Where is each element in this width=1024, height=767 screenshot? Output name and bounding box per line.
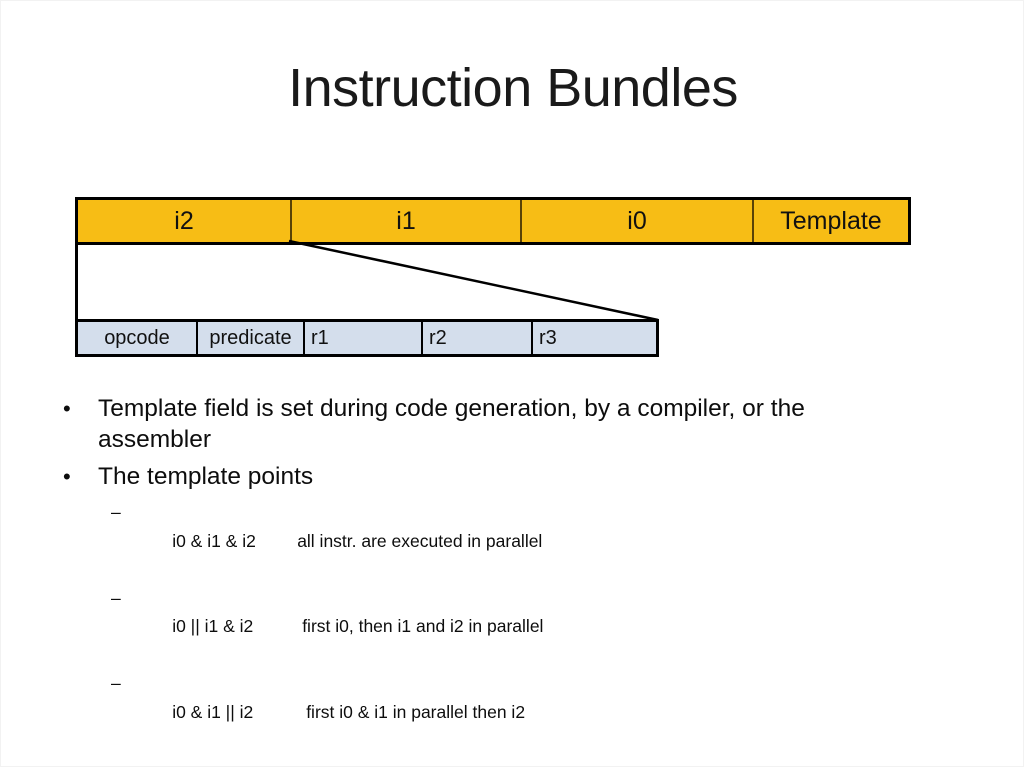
field-cell-predicate: predicate — [198, 322, 305, 354]
sub-list-item: – i0 || i1 & i2 first i0, then i1 and i2 i… — [57, 584, 957, 670]
bundle-cell-i0: i0 — [522, 200, 754, 242]
list-item: • Template field is set during code gene… — [57, 393, 838, 455]
bundle-cell-i1-label: i1 — [396, 206, 416, 235]
field-cell-r2-label: r2 — [429, 327, 447, 349]
sub-list-item-desc: first i0 & i1 in parallel then i2 — [306, 701, 526, 722]
connector-diagonal-line — [288, 239, 659, 322]
sub-list-item: – i0 & i1 || i2 first i0 & i1 in parallel … — [57, 669, 957, 755]
body-content: • Template field is set during code gene… — [57, 393, 957, 767]
dash-marker-icon: – — [111, 587, 121, 608]
instruction-fields-bar: opcode predicate r1 r2 r3 — [75, 319, 659, 357]
sub-list-item-desc: first i0, then i1 and i2 in parallel — [302, 616, 544, 636]
bundle-cell-i0-label: i0 — [627, 206, 647, 235]
list-item: • The template points — [57, 461, 838, 492]
bundle-cell-template-label: Template — [780, 206, 882, 235]
list-item-text: The template points — [98, 463, 314, 490]
bundle-cell-i1: i1 — [292, 200, 522, 242]
bundle-cell-i2: i2 — [78, 200, 292, 242]
field-cell-opcode: opcode — [78, 322, 198, 354]
field-cell-opcode-label: opcode — [104, 327, 170, 349]
sub-list-item-code: i0 & i1 || i2 — [172, 701, 254, 722]
bullet-marker-icon: • — [63, 464, 71, 489]
page-title: Instruction Bundles — [288, 58, 738, 118]
expansion-connector-lines — [75, 239, 659, 323]
dash-marker-icon: – — [111, 673, 121, 693]
field-cell-r3-label: r3 — [539, 327, 557, 349]
field-cell-r1: r1 — [305, 322, 423, 354]
dash-marker-icon: – — [111, 755, 121, 767]
list-item-text: Template field is set during code genera… — [98, 395, 805, 453]
bullet-marker-icon: • — [63, 396, 71, 421]
sub-list-item-code: i0 || i1 & i2 — [172, 616, 254, 636]
field-cell-r1-label: r1 — [311, 327, 329, 349]
sub-list-item-desc: all instr. are executed in parallel — [297, 530, 543, 551]
sub-list-item: – i0 & i1 & i2 all instr. are executed in … — [57, 498, 957, 584]
bundle-cell-i2-label: i2 — [174, 206, 194, 235]
field-cell-r3: r3 — [533, 322, 656, 354]
field-cell-r2: r2 — [423, 322, 533, 354]
bundle-bar: i2 i1 i0 Template — [75, 197, 911, 245]
sub-list-item-code: i0 & i1 & i2 — [172, 530, 256, 551]
dash-marker-icon: – — [111, 502, 121, 522]
instruction-bundle-diagram: i2 i1 i0 Template opcode predicate — [75, 197, 913, 361]
bundle-cell-template: Template — [754, 200, 908, 242]
field-cell-predicate-label: predicate — [209, 327, 292, 349]
